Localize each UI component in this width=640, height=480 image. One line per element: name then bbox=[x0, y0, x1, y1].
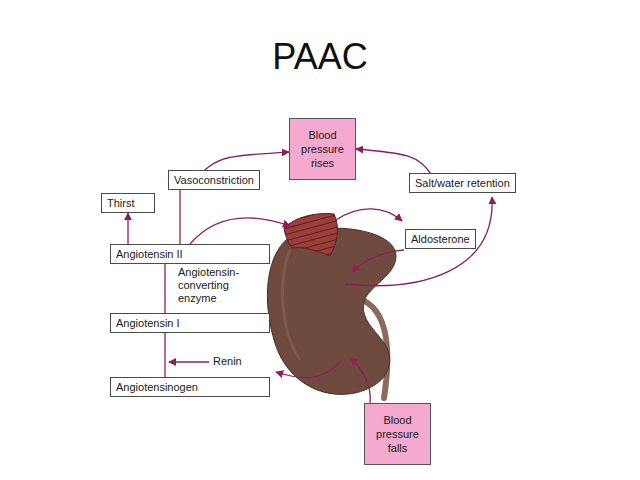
node-text: Vasoconstriction bbox=[174, 174, 254, 186]
node-text: Blood pressure rises bbox=[294, 128, 351, 170]
node-text: Angiotensinogen bbox=[116, 381, 198, 393]
effect-box: Vasoconstriction bbox=[168, 170, 260, 190]
leader-arrow bbox=[336, 209, 402, 221]
node-text: Angiotensin I bbox=[116, 317, 180, 329]
node-text: Aldosterone bbox=[411, 233, 470, 245]
hormone-box: Aldosterone bbox=[405, 229, 476, 249]
connector-arrow bbox=[164, 264, 165, 313]
pink-state-box: Blood pressure falls bbox=[364, 403, 431, 465]
leader-arrow bbox=[352, 250, 404, 272]
hormone-box: Angiotensinogen bbox=[110, 377, 270, 397]
leader-arrow bbox=[169, 361, 209, 362]
node-text: Blood pressure falls bbox=[369, 413, 426, 455]
enzyme-label: Renin bbox=[213, 355, 242, 368]
node-text: Salt/water retention bbox=[415, 177, 510, 189]
leader-arrow bbox=[276, 360, 342, 378]
connector-arrow bbox=[164, 333, 165, 377]
effect-box: Thirst bbox=[101, 193, 155, 213]
enzyme-label: Angiotensin-converting enzyme bbox=[178, 266, 260, 305]
leader-arrow bbox=[350, 358, 370, 403]
node-text: Thirst bbox=[107, 197, 135, 209]
hormone-box: Angiotensin II bbox=[110, 244, 270, 264]
leader-arrow bbox=[190, 218, 290, 244]
page-title: PAAC bbox=[0, 36, 640, 78]
node-text: Angiotensin II bbox=[116, 248, 183, 260]
connector-arrow bbox=[179, 190, 180, 244]
kidney-shade bbox=[283, 250, 300, 360]
hormone-box: Angiotensin I bbox=[110, 313, 270, 333]
effect-box: Salt/water retention bbox=[409, 173, 516, 193]
connector-arrow bbox=[205, 152, 289, 170]
connector-arrow bbox=[356, 149, 430, 173]
adrenal-gland bbox=[284, 214, 337, 256]
leader-arrow bbox=[345, 197, 492, 286]
connector-arrow bbox=[127, 213, 128, 244]
pink-state-box: Blood pressure rises bbox=[289, 118, 356, 180]
